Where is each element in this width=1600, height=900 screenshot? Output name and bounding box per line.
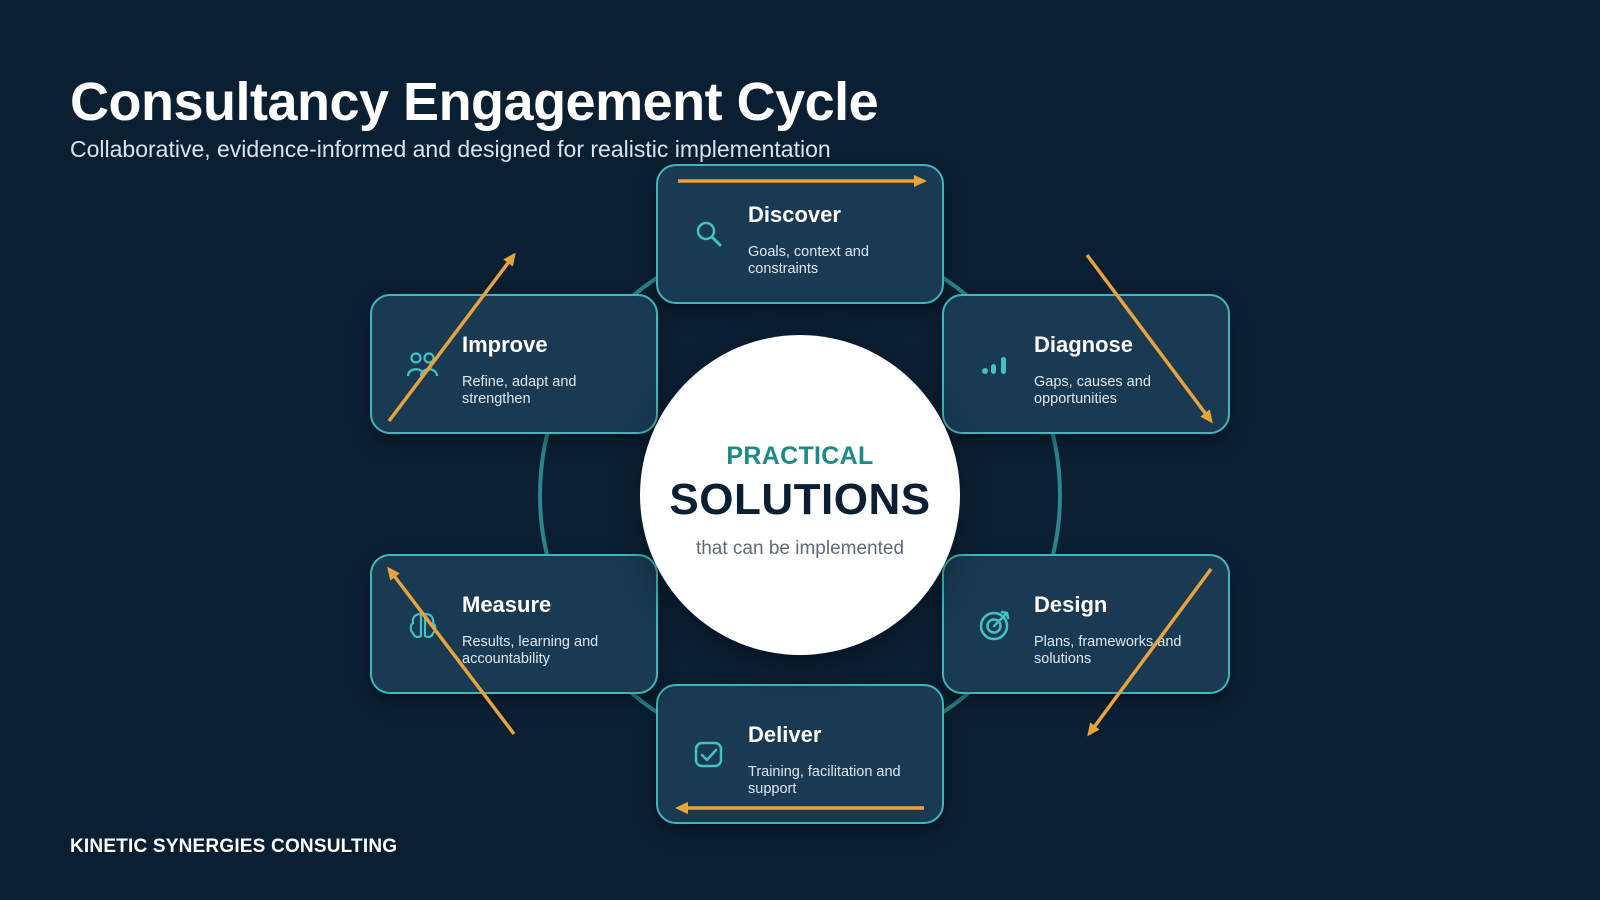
page-title: Consultancy Engagement Cycle [70,72,879,132]
center-caption: that can be implemented [695,538,905,559]
center-eyebrow: PRACTICAL [726,442,874,470]
stage-description: Goals, context and constraints [748,244,869,277]
stage-description: Gaps, causes and opportunities [1034,374,1151,407]
stage-label: Measure [462,592,552,617]
company-name: KINETIC SYNERGIES CONSULTING [70,836,398,857]
stage-description: Plans, frameworks and solutions [1034,634,1182,667]
stage-description: Results, learning and accountability [462,634,599,667]
stage-label: Diagnose [1034,332,1134,357]
stage-label: Discover [748,202,841,227]
stage-card-measure: Measure Results, learning and accountabi… [370,554,658,694]
brain-icon [404,606,442,644]
stage-card-diagnose: Diagnose Gaps, causes and opportunities [942,294,1230,434]
stage-card-design: Design Plans, frameworks and solutions [942,554,1230,694]
check-square-icon [690,736,728,774]
stage-card-discover: Discover Goals, context and constraints [656,164,944,304]
stage-description: Refine, adapt and strengthen [462,374,577,407]
center-heading: SOLUTIONS [669,475,931,524]
stage-label: Design [1034,592,1108,617]
target-icon [976,606,1014,644]
stage-card-deliver: Deliver Training, facilitation and suppo… [656,684,944,824]
stage-description: Training, facilitation and support [748,764,901,797]
stage-card-improve: Improve Refine, adapt and strengthen [370,294,658,434]
stage-label: Improve [462,332,548,357]
search-icon [690,216,728,254]
center-circle: PRACTICAL SOLUTIONS that can be implemen… [640,335,960,655]
page-subtitle: Collaborative, evidence-informed and des… [70,136,831,162]
stage-label: Deliver [748,722,822,747]
bar-chart-icon [976,346,1014,384]
people-icon [404,346,442,384]
